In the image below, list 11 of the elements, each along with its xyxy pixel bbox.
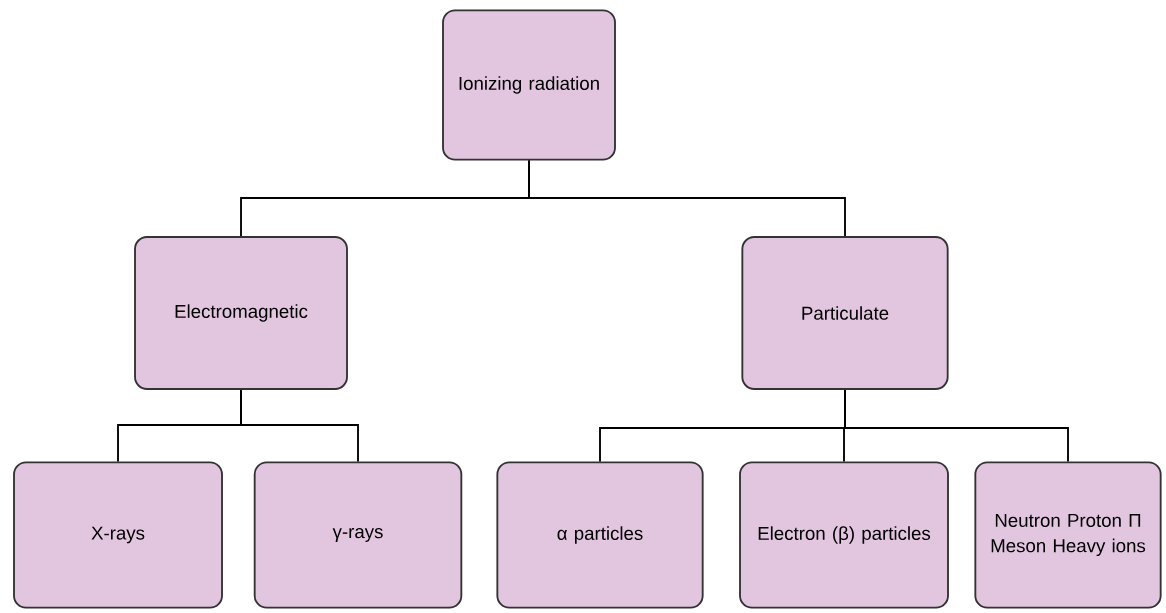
connector-line <box>240 389 359 463</box>
connector-line <box>844 389 1069 463</box>
category-box: γ-rays <box>253 461 463 609</box>
category-box: Neutron Proton Π Meson Heavy ions <box>974 461 1162 609</box>
category-box: Electron (β) particles <box>739 461 949 609</box>
category-box: α particles <box>496 461 704 609</box>
category-box: Particulate <box>741 236 949 390</box>
category-box: Electromagnetic <box>134 236 348 390</box>
connector-line <box>528 159 846 237</box>
category-box: X-rays <box>13 461 223 609</box>
category-box: Ionizing radiation <box>442 9 616 161</box>
